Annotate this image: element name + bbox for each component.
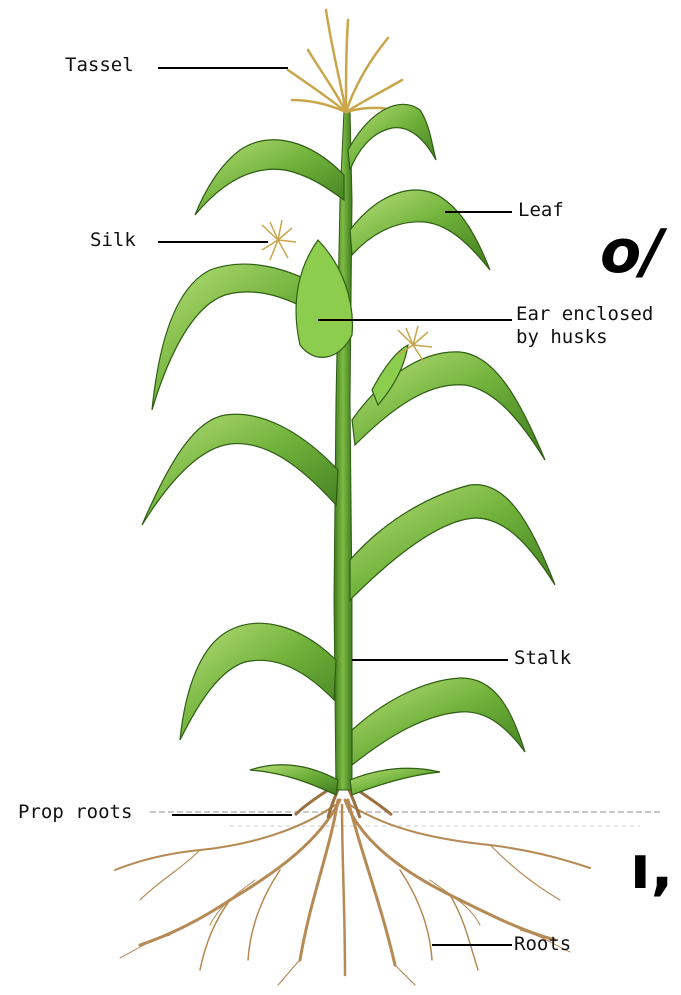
label-silk: Silk: [90, 230, 136, 252]
label-ear-line2: by husks: [516, 327, 608, 349]
label-tassel: Tassel: [65, 55, 134, 77]
cropped-text-fragment-top: o/: [600, 222, 663, 282]
label-roots: Roots: [514, 934, 571, 956]
label-prop-roots: Prop roots: [18, 802, 132, 824]
stalk-shape: [334, 110, 352, 790]
label-ear-line1: Ear enclosed: [516, 304, 653, 326]
tassel-shape: [288, 10, 402, 112]
cropped-text-fragment-bottom: ı,: [630, 838, 673, 898]
roots-system: [115, 800, 590, 985]
label-leaf: Leaf: [518, 200, 564, 222]
label-stalk: Stalk: [514, 648, 571, 670]
